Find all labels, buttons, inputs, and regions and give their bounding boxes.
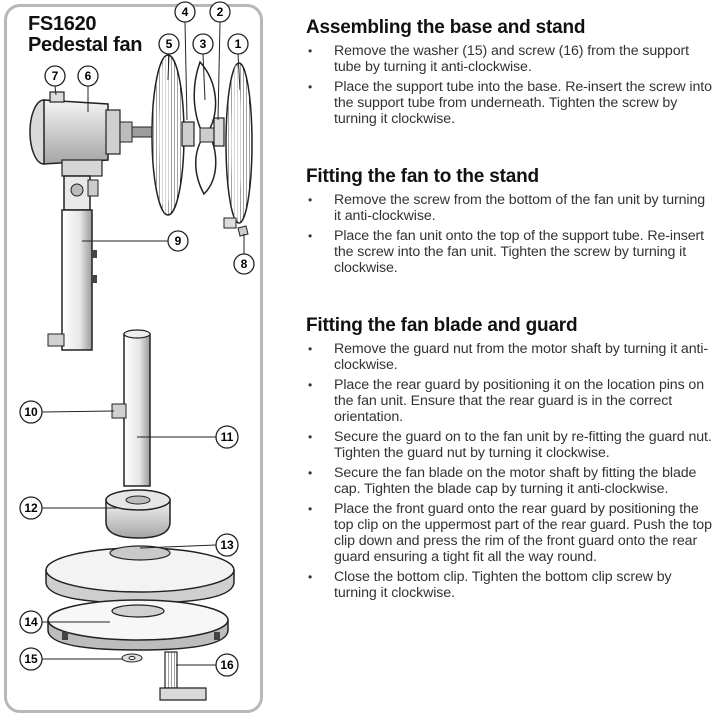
instruction-item: Secure the fan blade on the motor shaft … — [306, 465, 714, 497]
fan-blade — [193, 60, 217, 196]
base-top-plate — [45, 545, 235, 604]
svg-text:12: 12 — [24, 501, 38, 515]
svg-text:2: 2 — [217, 5, 224, 19]
callout-13: 13 — [215, 533, 239, 557]
instruction-item: Place the rear guard by positioning it o… — [306, 377, 714, 425]
svg-text:4: 4 — [182, 5, 189, 19]
leader-lines — [41, 21, 245, 666]
svg-text:5: 5 — [166, 37, 173, 51]
rear-guard — [151, 54, 185, 216]
instruction-item: Secure the guard on to the fan unit by r… — [306, 429, 714, 461]
callout-14: 14 — [19, 610, 43, 634]
instruction-item: Place the support tube into the base. Re… — [306, 79, 714, 127]
section-fan-to-stand: Fitting the fan to the stand Remove the … — [306, 165, 714, 280]
callout-11: 11 — [215, 425, 239, 449]
svg-text:1: 1 — [235, 37, 242, 51]
instruction-list: Remove the guard nut from the motor shaf… — [306, 341, 714, 601]
instruction-item: Remove the screw from the bottom of the … — [306, 192, 714, 224]
svg-text:13: 13 — [220, 538, 234, 552]
svg-text:10: 10 — [24, 405, 38, 419]
instruction-list: Remove the washer (15) and screw (16) fr… — [306, 43, 714, 127]
guard-nut — [181, 121, 195, 147]
callout-3: 3 — [192, 33, 214, 55]
section-heading: Assembling the base and stand — [306, 17, 586, 38]
product-name: Pedestal fan — [28, 34, 143, 56]
support-tube — [111, 329, 151, 487]
callout-12: 12 — [19, 496, 43, 520]
callout-7: 7 — [44, 65, 66, 87]
svg-text:15: 15 — [24, 652, 38, 666]
callout-15: 15 — [19, 647, 43, 671]
section-heading: Fitting the fan blade and guard — [306, 315, 578, 336]
section-base-and-stand: Assembling the base and stand Remove the… — [306, 16, 714, 131]
callout-5: 5 — [158, 33, 180, 55]
svg-text:14: 14 — [24, 615, 38, 629]
svg-text:7: 7 — [52, 69, 59, 83]
section-heading: Fitting the fan to the stand — [306, 166, 539, 187]
callout-9: 9 — [167, 230, 189, 252]
instruction-item: Close the bottom clip. Tighten the botto… — [306, 569, 714, 601]
callout-8: 8 — [233, 253, 255, 275]
stand-arm — [47, 175, 99, 351]
callout-4: 4 — [174, 1, 196, 23]
instruction-item: Place the fan unit onto the top of the s… — [306, 228, 714, 276]
base-collar — [105, 489, 171, 539]
instruction-item: Remove the washer (15) and screw (16) fr… — [306, 43, 714, 75]
exploded-diagram: 1 2 3 4 5 6 7 8 9 10 11 12 13 14 15 16 — [19, 1, 255, 701]
callout-2: 2 — [209, 1, 231, 23]
base-screw — [159, 651, 207, 701]
svg-text:6: 6 — [85, 69, 92, 83]
product-title: FS1620 Pedestal fan — [28, 13, 143, 56]
section-blade-and-guard: Fitting the fan blade and guard Remove t… — [306, 314, 714, 605]
model-number: FS1620 — [28, 13, 97, 35]
svg-text:3: 3 — [200, 37, 207, 51]
blade-cap — [213, 117, 225, 147]
base-bottom-plate — [47, 599, 229, 651]
svg-text:9: 9 — [175, 234, 182, 248]
callout-16: 16 — [215, 653, 239, 677]
washer — [121, 653, 143, 663]
instruction-list: Remove the screw from the bottom of the … — [306, 192, 714, 276]
svg-text:16: 16 — [220, 658, 234, 672]
front-guard — [223, 62, 253, 229]
callout-6: 6 — [77, 65, 99, 87]
callout-10: 10 — [19, 400, 43, 424]
motor-housing — [29, 91, 153, 177]
callout-1: 1 — [227, 33, 249, 55]
svg-text:11: 11 — [221, 430, 234, 444]
svg-text:8: 8 — [241, 257, 248, 271]
instruction-item: Place the front guard onto the rear guar… — [306, 501, 714, 565]
clip-screw — [237, 225, 249, 237]
instruction-item: Remove the guard nut from the motor shaf… — [306, 341, 714, 373]
